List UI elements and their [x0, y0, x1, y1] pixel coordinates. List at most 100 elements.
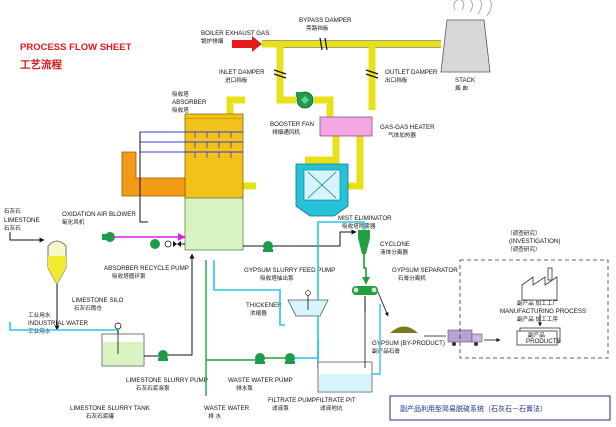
slurry-tank-en: LIMESTONE SLURRY TANK	[70, 405, 151, 412]
ww-cn: 排 水	[208, 412, 221, 420]
ww-pump-en: WASTE WATER PUMP	[228, 377, 293, 384]
cyclone-overflow-line	[314, 221, 365, 311]
recycle-line	[139, 132, 148, 223]
waste-water-pump-icon	[255, 353, 265, 364]
cyclone-underflow-line	[362, 254, 370, 285]
limestone-silo	[47, 240, 67, 285]
filt-pit-cn: 滤液地坑	[320, 404, 343, 412]
limestone-slurry-tank	[101, 330, 145, 367]
products-en: PRODUCTS	[526, 338, 561, 345]
slurry-pump-cn: 石灰石浆液泵	[136, 384, 170, 392]
cyclone	[358, 230, 370, 254]
byprod-cn2: 副产品 加工工序	[517, 315, 558, 323]
gyp-sep-cn: 石膏分离机	[398, 274, 426, 282]
separator-cake-line	[377, 291, 389, 317]
byprod-cn1: 副产品 加工工厂	[517, 299, 558, 307]
gypsum-cn: 副产品石膏	[372, 347, 400, 355]
filtrate-pump-line	[295, 338, 319, 359]
slurry-pump-en: LIMESTONE SLURRY PUMP	[126, 377, 208, 384]
silo-cn: 石灰石筒仓	[74, 304, 102, 312]
flue-gas-ducts	[226, 40, 441, 190]
limestone-en: LIMESTONE	[4, 217, 40, 224]
bypass-label-en: BYPASS DAMPER	[299, 17, 352, 24]
cyclone-en: CYCLONE	[380, 241, 410, 248]
boiler-gas-en: BOILER EXHAUST GAS	[201, 30, 269, 37]
mist-label-en: MIST ELIMINATOR	[338, 215, 392, 222]
title-en: PROCESS FLOW SHEET	[20, 42, 132, 53]
booster-label-en: BOOSTER FAN	[270, 121, 314, 128]
mist-eliminator	[295, 163, 349, 217]
absorber-label-cn1: 吸收塔	[172, 90, 189, 98]
absorber-label-en: ABSORBER	[172, 99, 207, 106]
feed-pump-en: GYPSUM SLURRY FEED PUMP	[244, 267, 335, 274]
filt-pump-cn: 滤液泵	[272, 404, 289, 412]
gypsum-feed-pump-icon	[263, 241, 273, 252]
filt-pit-en: FILTRATE PIT	[316, 397, 356, 404]
ggh-label-en: GAS-GAS HEATER	[380, 124, 435, 131]
absorber-gas-inlet	[121, 151, 186, 197]
gypsum-separator	[352, 286, 378, 295]
inv-cn1: （调查研究）	[507, 229, 541, 237]
feed-pump-cn: 吸收塔抽出泵	[260, 274, 294, 282]
gypsum-pile	[390, 326, 418, 333]
silo-en: LIMESTONE SILO	[72, 297, 124, 304]
ww-pump-cn: 排水泵	[236, 384, 253, 392]
limestone-feed-line	[9, 232, 45, 243]
products-cn: 副产品	[528, 331, 545, 339]
filtrate-pump-icon	[285, 353, 295, 364]
oxidation-blower-icon	[102, 232, 115, 242]
inlet-label-cn: 进口挡板	[225, 76, 248, 84]
absorber-label-cn2: 吸收塔	[172, 106, 189, 114]
filtrate-return-line	[213, 260, 285, 326]
ox-blower-cn: 氧化风机	[62, 218, 85, 226]
gas-gas-heater	[319, 116, 373, 137]
absorber-tower	[140, 113, 244, 251]
limestone-cn2: 石灰石	[4, 224, 21, 232]
limestone-slurry-pump-icon	[158, 350, 168, 361]
ww-en: WASTE WATER	[204, 405, 250, 412]
bypass-label-cn: 旁路挡板	[306, 24, 329, 32]
mist-label-cn: 吸收塔除雾器	[342, 222, 376, 230]
caption-text: 副产品利用型简易脱硫系统（石灰石－石膏法）	[400, 404, 547, 413]
ggh-label-cn: 气体加热器	[388, 131, 416, 139]
stack-label-en: STACK	[455, 77, 476, 84]
cyclone-cn: 液体分离器	[380, 248, 408, 256]
truck-icon	[447, 329, 483, 346]
outlet-label-en: OUTLET DAMPER	[385, 69, 438, 76]
limestone-slurry-line	[168, 253, 195, 356]
investigation-box	[459, 259, 609, 359]
dampers	[273, 37, 379, 79]
indwater-en: INDUSTRIAL WATER	[28, 320, 88, 327]
indwater-cn: 工业用水	[28, 311, 51, 319]
inv-en: (INVESTIGATION)	[509, 238, 560, 245]
gypsum-en: GYPSUM (BY-PRODUCT)	[372, 340, 445, 347]
indwater-cn2: 工业用水	[28, 327, 51, 335]
outlet-damper-icon	[365, 69, 379, 75]
recycle-pump-icon	[150, 239, 181, 249]
booster-fan-icon	[296, 91, 314, 109]
caption-box	[389, 395, 611, 421]
stack	[440, 0, 492, 73]
inlet-label-en: INLET DAMPER	[219, 69, 265, 76]
gypsum-feed-line	[273, 229, 357, 247]
title-cn: 工艺流程	[20, 58, 62, 71]
thickener-cn: 浓缩器	[250, 309, 267, 317]
mfg-en: MANUFACTURING PROCESS	[500, 308, 586, 315]
products-icon	[516, 327, 561, 346]
inv-cn2: （调查研究）	[507, 245, 541, 253]
boiler-gas-cn: 锅炉排烟	[201, 37, 224, 45]
bypass-damper-icon	[319, 37, 323, 51]
filt-pump-en: FILTRATE PUMP	[268, 397, 316, 404]
filtrate-pit	[317, 312, 373, 393]
slurry-tank-cn: 石灰石浆罐	[86, 412, 114, 420]
booster-label-cn: 排烟通风机	[272, 128, 300, 136]
outlet-label-cn: 出口挡板	[385, 76, 408, 84]
agitator-icon	[114, 322, 122, 330]
stack-label-cn: 烟 囱	[455, 84, 468, 92]
ox-blower-en: OXIDATION AIR BLOWER	[62, 211, 136, 218]
boiler-exhaust-arrow	[232, 36, 262, 52]
inlet-damper-icon	[273, 69, 287, 75]
recycle-pump-en: ABSORBER RECYCLE PUMP	[104, 265, 189, 272]
